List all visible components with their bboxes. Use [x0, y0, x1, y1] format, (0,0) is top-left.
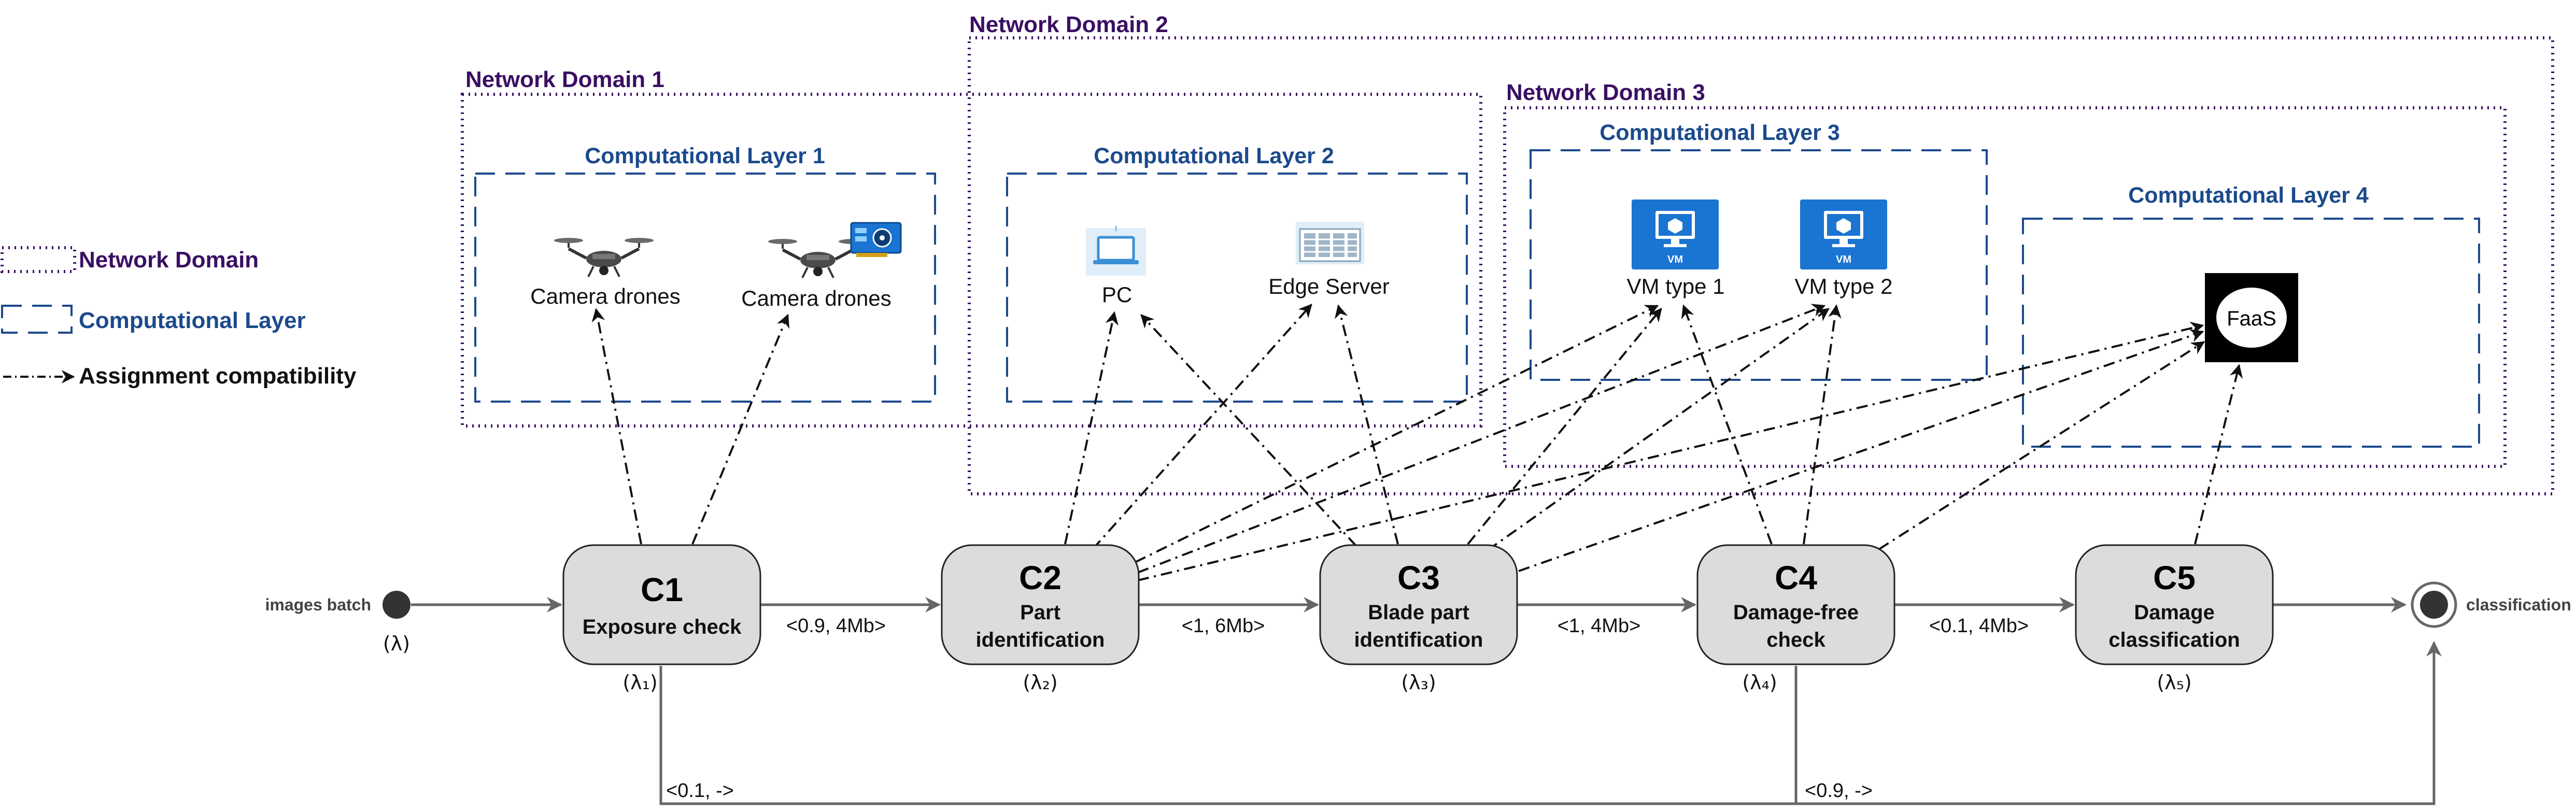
- svg-text:C5: C5: [2153, 559, 2196, 596]
- svg-text:C3: C3: [1397, 559, 1440, 596]
- svg-text:VM: VM: [1836, 254, 1851, 265]
- assign-c5-faas: [2194, 364, 2243, 545]
- assign-c4-vm2: [1803, 304, 1842, 545]
- assign-c3-edge: [1335, 304, 1399, 545]
- assign-c2-vm2: [1137, 304, 1826, 574]
- edge-label-c1-c2: <0.9, 4Mb>: [786, 615, 886, 637]
- network-domain-1-title: Network Domain 1: [465, 67, 664, 92]
- assign-c2-edge: [1092, 304, 1312, 550]
- edge-label-c2-c3: <1, 6Mb>: [1182, 615, 1265, 637]
- component-c5[interactable]: C5 Damage classification: [2075, 544, 2274, 665]
- svg-text:identification: identification: [976, 629, 1105, 651]
- computational-layer-2-box: [1006, 173, 1468, 403]
- component-c3[interactable]: C3 Blade part identification: [1319, 544, 1518, 665]
- assign-c2-pc: [1064, 311, 1119, 545]
- svg-text:C1: C1: [641, 571, 683, 608]
- network-domain-3-box: [1503, 106, 2507, 468]
- svg-text:C2: C2: [1019, 559, 1061, 596]
- edge-label-bypass-c4: <0.9, ->: [1805, 780, 1873, 802]
- computational-layer-1-box: [474, 173, 936, 403]
- assignment-arrows: [591, 304, 2243, 581]
- flow-bypass-c1: [659, 641, 2442, 805]
- computational-layer-1-title: Computational Layer 1: [585, 144, 825, 168]
- svg-text:classification: classification: [2108, 629, 2240, 651]
- pc-icon: [1086, 226, 1146, 276]
- svg-text:Damage-free: Damage-free: [1733, 601, 1859, 624]
- c1-lambda: (λ₁): [622, 671, 657, 694]
- edge-label-c3-c4: <1, 4Mb>: [1558, 615, 1641, 637]
- vm-icon: VM: [1800, 200, 1887, 269]
- svg-text:check: check: [1766, 629, 1825, 651]
- start-label: images batch: [265, 595, 371, 614]
- camera-drones-1-label: Camera drones: [530, 284, 680, 308]
- vm-type-1-label: VM type 1: [1626, 274, 1724, 298]
- assign-c1-drone2: [691, 314, 790, 545]
- legend-computational-layer-swatch: [1, 305, 73, 334]
- svg-text:Part: Part: [1020, 601, 1060, 624]
- computational-layer-3-box: [1530, 149, 1988, 381]
- legend-computational-layer-label: Computational Layer: [79, 308, 306, 333]
- start-lambda: (λ): [383, 632, 410, 655]
- svg-text:Blade part: Blade part: [1368, 601, 1469, 624]
- c4-lambda: (λ₄): [1742, 671, 1777, 694]
- end-label: classification: [2466, 595, 2571, 614]
- camera-drone-icon: [554, 238, 654, 277]
- computational-layer-3-title: Computational Layer 3: [1600, 120, 1840, 145]
- c3-lambda: (λ₃): [1401, 671, 1436, 694]
- assign-c3-vm2: [1487, 308, 1830, 551]
- component-c1[interactable]: C1 Exposure check: [562, 544, 761, 665]
- computational-layer-2-title: Computational Layer 2: [1094, 144, 1334, 168]
- edge-label-bypass-c1: <0.1, ->: [666, 780, 734, 802]
- assign-c3-pc: [1140, 314, 1357, 547]
- svg-text:FaaS: FaaS: [2227, 307, 2276, 330]
- network-domain-2-box: [968, 36, 2554, 495]
- vm-icon: VM: [1632, 200, 1719, 269]
- vm-type-2-label: VM type 2: [1794, 274, 1892, 298]
- legend-network-domain-swatch: [1, 246, 76, 273]
- assign-c3-faas: [1518, 329, 2204, 572]
- computational-layer-4-box: [2022, 218, 2480, 448]
- assign-c1-drone1: [591, 308, 642, 545]
- faas-icon: FaaS: [2205, 273, 2298, 362]
- flow-lines: [411, 597, 2442, 805]
- svg-text:VM: VM: [1667, 254, 1683, 265]
- component-c4[interactable]: C4 Damage-free check: [1696, 544, 1895, 665]
- svg-text:Damage: Damage: [2134, 601, 2215, 624]
- end-node: [2420, 591, 2448, 619]
- assign-c2-faas: [1137, 321, 2204, 581]
- network-domain-3-title: Network Domain 3: [1506, 80, 1705, 105]
- legend-network-domain-label: Network Domain: [79, 247, 259, 273]
- edge-server-label: Edge Server: [1268, 274, 1389, 298]
- assign-c4-vm1: [1681, 304, 1773, 545]
- assign-c4-faas: [1878, 341, 2205, 550]
- component-c2[interactable]: C2 Part identification: [941, 544, 1140, 665]
- assign-c3-vm1: [1467, 307, 1662, 545]
- gpu-card-icon: [850, 222, 902, 257]
- assign-c2-vm1: [1135, 305, 1659, 563]
- edge-server-icon: [1296, 222, 1364, 264]
- network-domain-2-title: Network Domain 2: [969, 12, 1168, 37]
- svg-text:C4: C4: [1775, 559, 1817, 596]
- edge-label-c4-c5: <0.1, 4Mb>: [1929, 615, 2029, 637]
- computational-layer-4-title: Computational Layer 4: [2128, 183, 2369, 208]
- svg-text:identification: identification: [1354, 629, 1483, 651]
- c2-lambda: (λ₂): [1023, 671, 1057, 694]
- svg-text:Exposure check: Exposure check: [583, 616, 742, 638]
- legend-assignment-label: Assignment compatibility: [79, 363, 357, 389]
- pc-label: PC: [1102, 282, 1132, 307]
- start-node: [383, 591, 411, 619]
- c5-lambda: (λ₅): [2157, 671, 2191, 694]
- camera-drones-2-label: Camera drones: [741, 286, 891, 310]
